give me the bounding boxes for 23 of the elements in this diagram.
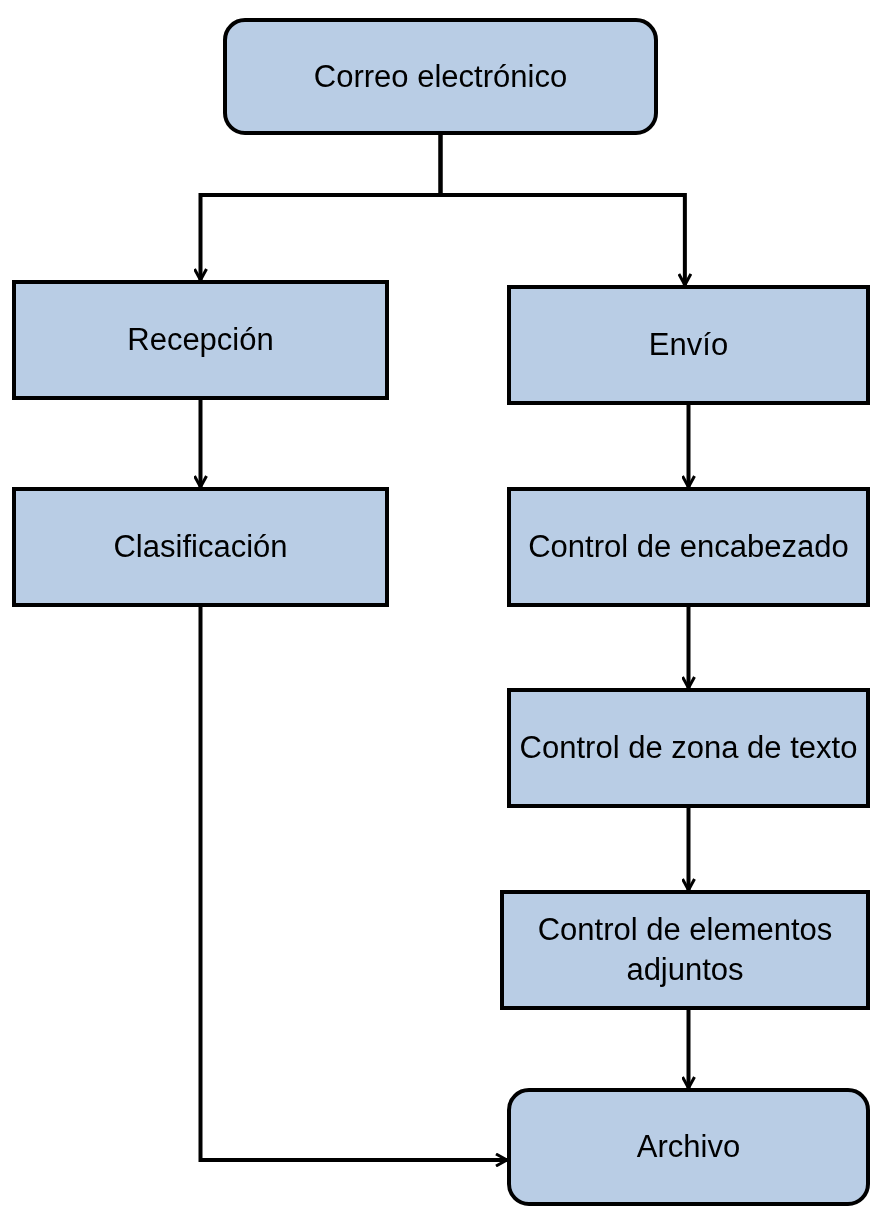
arrow — [193, 400, 208, 489]
node-label: Recepción — [126, 321, 275, 359]
process-box — [507, 487, 870, 607]
node-label: Control de zona de texto — [518, 729, 859, 767]
node-label: Control de encabezado — [527, 528, 850, 566]
arrow — [198, 607, 509, 1168]
node-label: Archivo — [635, 1128, 742, 1166]
process-box — [12, 280, 389, 400]
node-label: Envío — [647, 326, 730, 364]
arrow — [681, 1010, 696, 1090]
node-label: Clasificación — [112, 528, 289, 566]
rounded-process-box — [223, 18, 658, 135]
process-box — [12, 487, 389, 607]
rounded-process-box — [507, 1088, 870, 1206]
arrow — [438, 135, 693, 287]
process-box — [507, 688, 870, 808]
arrow — [681, 808, 696, 892]
arrow — [681, 405, 696, 489]
process-box — [507, 285, 870, 405]
node-label: Control de elementos adjuntos — [536, 911, 834, 989]
node-label: Correo electrónico — [312, 57, 569, 96]
process-box — [500, 890, 870, 1010]
arrow — [681, 607, 696, 690]
